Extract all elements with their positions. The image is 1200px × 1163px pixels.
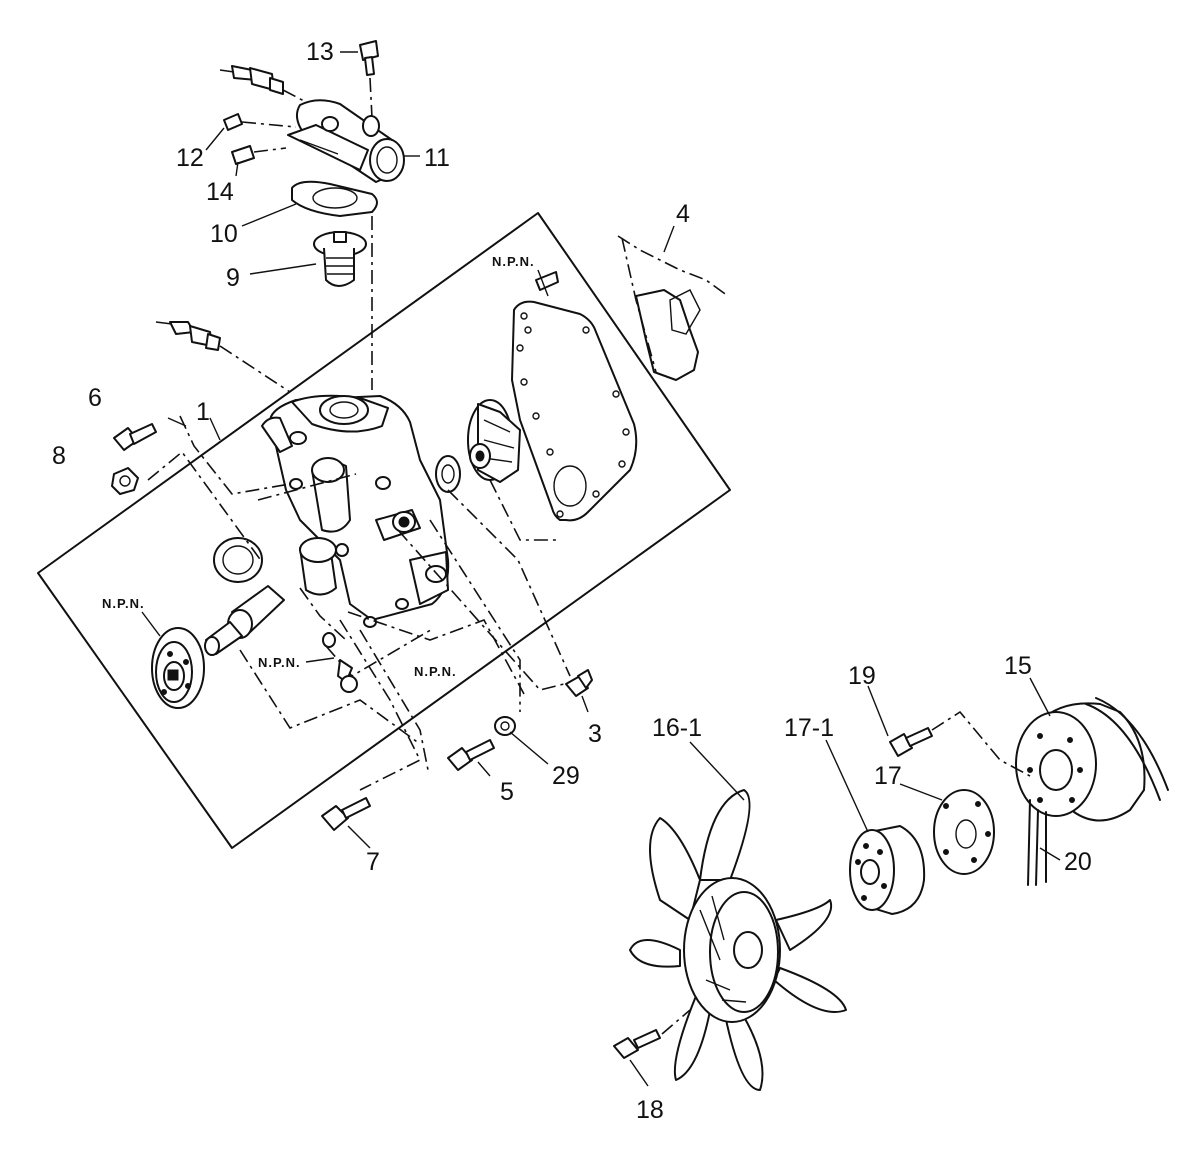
callout-7: 7: [366, 848, 380, 876]
npn-bolt-mid: [322, 632, 358, 693]
callout-10: 10: [210, 220, 238, 248]
callout-17-1: 17-1: [784, 714, 834, 742]
bolt-6: [113, 423, 157, 451]
callout-1: 1: [196, 398, 210, 426]
bolt-7: [321, 797, 371, 831]
bolt-13: [359, 40, 379, 119]
plug-12: [223, 113, 297, 131]
thermostat-9: [313, 231, 367, 287]
callout-29: 29: [552, 762, 580, 790]
mechanical-seal: [435, 455, 461, 493]
thermostat-cover-11: [287, 99, 405, 183]
callout-3: 3: [588, 720, 602, 748]
fan-spacer-17-1: [849, 825, 926, 915]
sensor-left: [155, 321, 291, 393]
water-pump-body: [261, 394, 450, 628]
callout-8: 8: [52, 442, 66, 470]
nut-8: [111, 467, 139, 495]
fitting-14: [231, 145, 287, 165]
impeller: [467, 399, 521, 483]
callout-6: 6: [88, 384, 102, 412]
callout-20: 20: [1064, 848, 1092, 876]
bolt-5: [447, 739, 495, 771]
callout-18: 18: [636, 1096, 664, 1124]
fan-pulley-15: [1015, 702, 1146, 822]
temperature-sensor-top: [219, 65, 307, 103]
bolt-19: [889, 710, 1031, 777]
callout-11: 11: [424, 144, 450, 172]
fan-belt-20: [1027, 697, 1169, 886]
washer-29: [494, 716, 516, 736]
callout-15: 15: [1004, 652, 1032, 680]
seal-ring: [213, 537, 263, 583]
npn-label-left: N.P.N.: [102, 596, 145, 611]
gasket-10: [291, 180, 378, 217]
callout-14: 14: [206, 178, 234, 206]
pump-shaft: [204, 585, 285, 656]
callout-17: 17: [874, 762, 902, 790]
bolt-18: [613, 1009, 691, 1059]
npn-label-right: N.P.N.: [414, 664, 457, 679]
callout-12: 12: [176, 144, 204, 172]
callout-9: 9: [226, 264, 240, 292]
callout-4: 4: [676, 200, 690, 228]
pump-pulley-hub: [151, 627, 205, 709]
cooling-fan-16-1: [629, 789, 847, 1091]
callout-16-1: 16-1: [652, 714, 702, 742]
callout-19: 19: [848, 662, 876, 690]
pump-back-gasket: [511, 271, 638, 522]
bracket-4: [617, 235, 729, 381]
npn-label-top: N.P.N.: [492, 254, 535, 269]
plug-3: [565, 669, 593, 697]
callout-5: 5: [500, 778, 514, 806]
npn-label-mid: N.P.N.: [258, 655, 301, 670]
fan-plate-17: [933, 789, 995, 875]
callout-13: 13: [306, 38, 334, 66]
